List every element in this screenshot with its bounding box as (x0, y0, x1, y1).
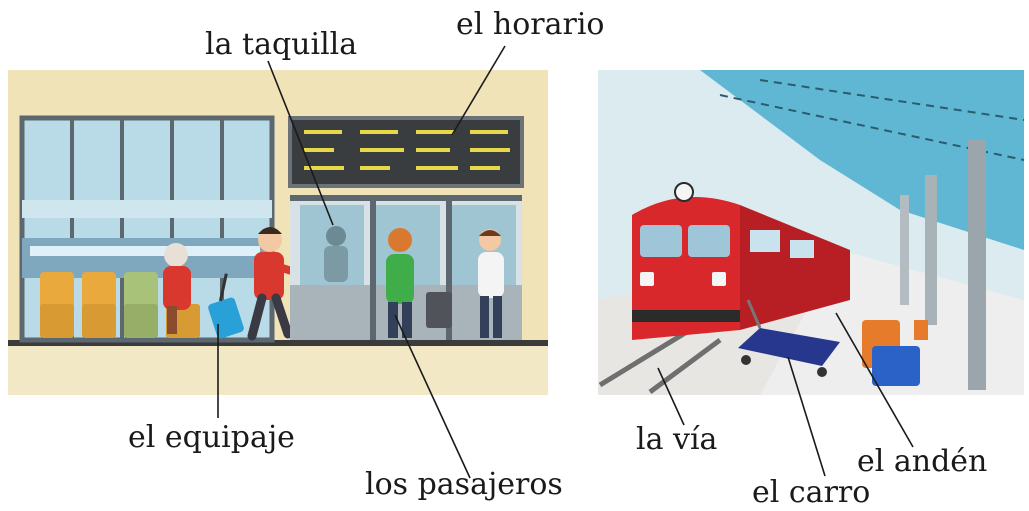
line-horario (451, 45, 506, 136)
line-anden (835, 312, 914, 448)
label-pasajeros: los pasajeros (365, 467, 563, 502)
luggage-cart (738, 299, 840, 377)
label-horario: el horario (456, 7, 605, 42)
line-carro (787, 356, 826, 477)
schedule-board (288, 116, 524, 188)
label-taquilla: la taquilla (205, 27, 358, 62)
line-pasajeros (394, 314, 471, 479)
platform-column (968, 140, 986, 390)
floor-edge (8, 340, 548, 346)
seated-passenger (163, 243, 191, 334)
label-equipaje: el equipaje (128, 420, 295, 455)
line-taquilla (267, 60, 334, 226)
red-train (632, 182, 850, 340)
platform-scene (598, 70, 1025, 395)
label-anden: el andén (857, 444, 988, 479)
station-window (19, 115, 275, 343)
counter-passengers (386, 228, 504, 338)
line-via (657, 367, 685, 426)
railway-track (598, 327, 722, 395)
platform-suitcases (862, 320, 928, 386)
station-floor (8, 340, 548, 395)
platform-canopy (700, 70, 1024, 250)
label-via: la vía (636, 422, 718, 457)
leader-lines (217, 45, 914, 479)
label-carro: el carro (752, 475, 871, 510)
station-interior-scene (8, 70, 548, 395)
blue-suitcase (208, 273, 244, 339)
